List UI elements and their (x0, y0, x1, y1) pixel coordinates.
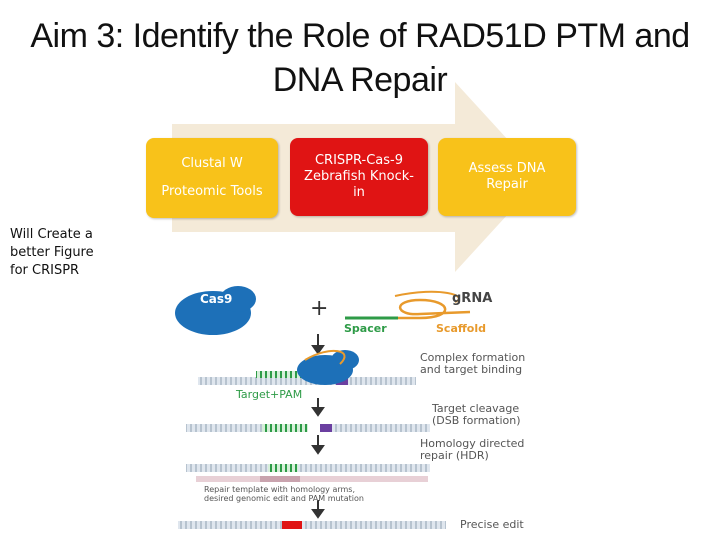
step-box-label: Repair (486, 177, 528, 192)
side-note: Will Create a better Figure for CRISPR (10, 226, 122, 280)
step-label: Complex formation (420, 351, 525, 364)
down-arrow-icon (311, 445, 325, 455)
plus-icon: + (310, 296, 328, 321)
step-box-assess: Assess DNA Repair (438, 138, 576, 216)
step-box-label: Clustal W (181, 156, 243, 171)
side-note-line: better Figure (10, 245, 94, 260)
dna-complex-binding: Complex formation and target binding Tar… (198, 349, 525, 401)
target-pam-label: Target+PAM (235, 388, 302, 401)
step-label: repair (HDR) (420, 449, 489, 462)
grna-label: gRNA (452, 291, 492, 306)
step-box-clustal: Clustal W Proteomic Tools (146, 138, 278, 218)
page-title-line2: DNA Repair (272, 61, 448, 99)
step-box-label: Assess DNA (468, 161, 546, 176)
template-label: Repair template with homology arms, (204, 485, 355, 494)
cas9-label: Cas9 (200, 292, 232, 306)
step-box-crispr: CRISPR-Cas-9 Zebrafish Knock- in (290, 138, 428, 216)
cas9-protein: Cas9 (175, 286, 256, 335)
spacer-label: Spacer (344, 322, 387, 335)
step-label: Target cleavage (431, 402, 519, 415)
step-label: Homology directed (420, 437, 524, 450)
dna-hdr: Homology directed repair (HDR) Repair te… (186, 437, 524, 503)
template-label: desired genomic edit and PAM mutation (204, 494, 364, 503)
step-box-label: CRISPR-Cas-9 (314, 153, 403, 168)
side-note-line: for CRISPR (10, 263, 80, 278)
step-box-label: Zebrafish Knock- (304, 169, 414, 184)
flow-arrows (311, 334, 325, 519)
step-label: Precise edit (460, 518, 524, 531)
step-box-label: Proteomic Tools (161, 184, 263, 199)
grna-molecule: gRNA Spacer Scaffold (344, 290, 492, 335)
dna-cleavage: Target cleavage (DSB formation) (186, 402, 521, 432)
scaffold-label: Scaffold (436, 322, 486, 335)
page-title-line1: Aim 3: Identify the Role of RAD51D PTM a… (30, 17, 690, 55)
down-arrow-icon (311, 407, 325, 417)
step-label: and target binding (420, 363, 522, 376)
down-arrow-icon (311, 509, 325, 519)
step-box-label: in (353, 185, 365, 200)
step-label: (DSB formation) (432, 414, 521, 427)
down-arrow-icon (311, 345, 325, 355)
dna-precise-edit: Precise edit (178, 518, 524, 531)
side-note-line: Will Create a (10, 227, 93, 242)
